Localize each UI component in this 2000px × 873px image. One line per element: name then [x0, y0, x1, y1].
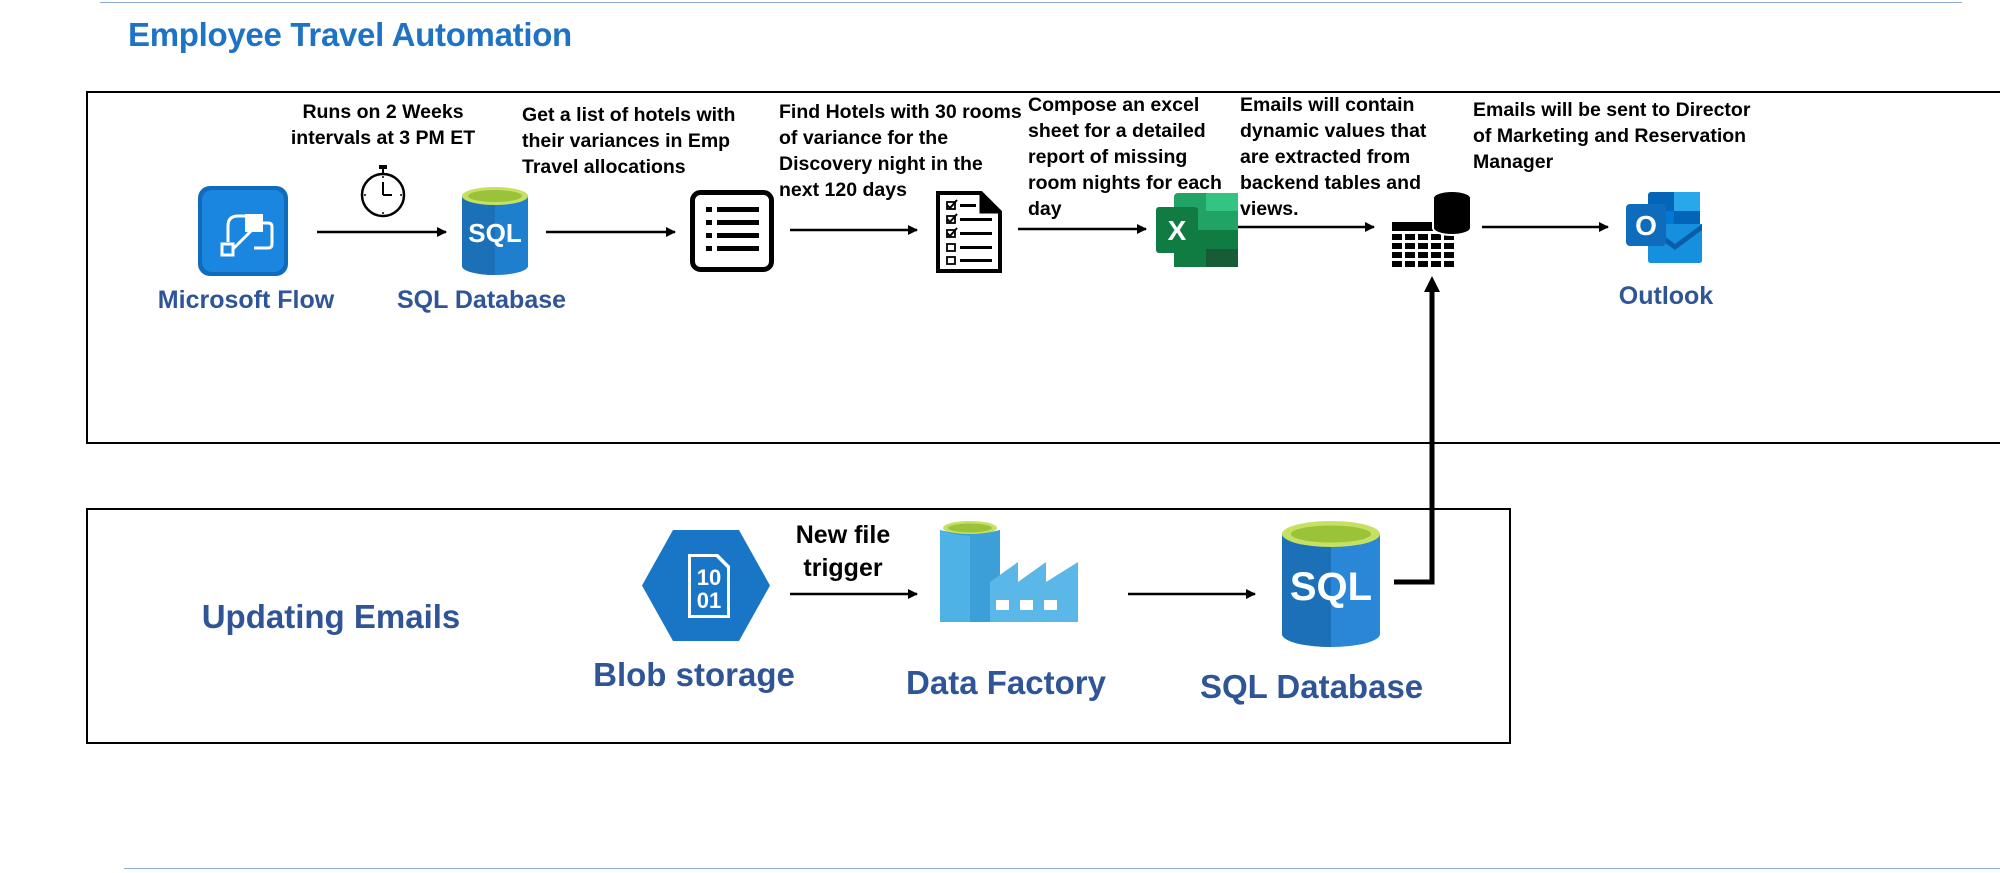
sql-database-bottom-label: SQL Database: [1200, 668, 1424, 705]
blob-storage-icon: 10 01: [642, 530, 770, 641]
main-flow-box: [86, 91, 2000, 444]
hotel-list-note: Get a list of hotels with their variance…: [522, 104, 736, 178]
sql-database-icon: SQL: [462, 187, 528, 275]
bottom-rule: [124, 868, 2000, 869]
stopwatch-icon: [360, 165, 406, 218]
data-factory-label: Data Factory: [906, 664, 1106, 701]
svg-text:01: 01: [697, 588, 721, 613]
svg-text:O: O: [1635, 210, 1657, 241]
arrow-sql-to-table-head: [1424, 276, 1440, 292]
list-icon: [690, 190, 774, 272]
svg-text:SQL: SQL: [468, 218, 522, 248]
outlook-label: Outlook: [1618, 282, 1714, 310]
checklist-document-icon: [936, 191, 1002, 273]
dynamic-values-note: Emails will contain dynamic values that …: [1240, 94, 1427, 220]
outlook-icon: O: [1626, 192, 1702, 263]
flow-icon: [198, 186, 288, 276]
updating-emails-box: [86, 508, 1511, 744]
data-factory-icon: [940, 521, 1078, 622]
sql-database-icon-bottom: SQL: [1282, 521, 1380, 647]
page-title: Employee Travel Automation: [128, 16, 572, 53]
svg-text:10: 10: [697, 565, 721, 590]
table-database-icon: [1392, 190, 1472, 267]
arrow-sql-to-table: [1394, 284, 1435, 585]
schedule-note: Runs on 2 Weeks intervals at 3 PM ET: [290, 101, 476, 149]
compose-excel-note: Compose an excel sheet for a detailed re…: [1028, 94, 1222, 220]
updating-emails-label: Updating Emails: [201, 598, 461, 635]
top-rule: [100, 2, 1962, 3]
blob-storage-label: Blob storage: [593, 656, 795, 693]
svg-text:X: X: [1168, 215, 1187, 246]
sql-database-top-label: SQL Database: [396, 286, 567, 314]
new-file-trigger-note: New file trigger: [795, 521, 891, 582]
send-emails-note: Emails will be sent to Director of Marke…: [1473, 99, 1751, 173]
excel-icon: X: [1156, 193, 1238, 267]
microsoft-flow-label: Microsoft Flow: [157, 286, 335, 314]
find-hotels-note: Find Hotels with 30 rooms of variance fo…: [779, 101, 1022, 201]
svg-text:SQL: SQL: [1290, 565, 1372, 609]
